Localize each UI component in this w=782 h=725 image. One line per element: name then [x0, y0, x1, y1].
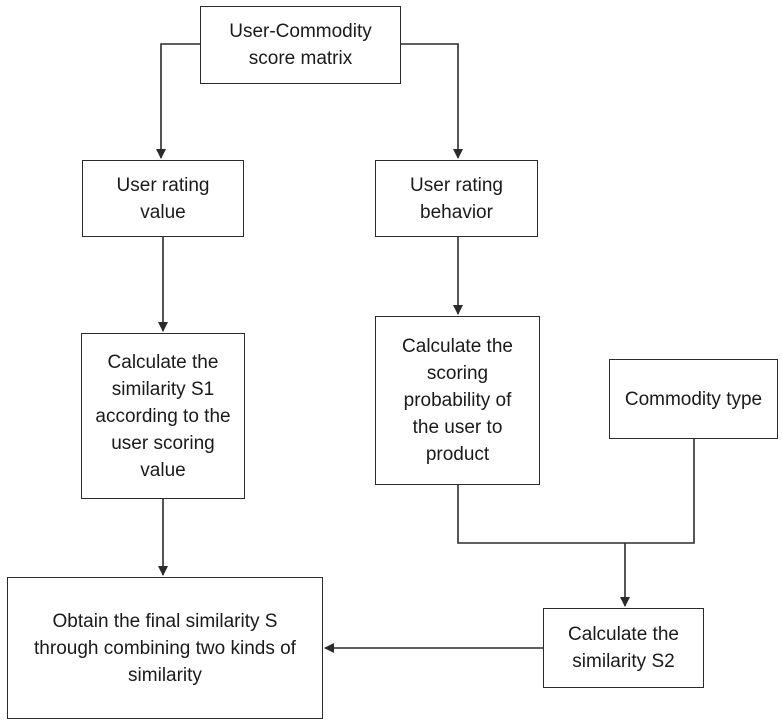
connector-probability-to-merge: [457, 485, 625, 544]
node-label: User rating value: [116, 174, 210, 223]
node-calculate-similarity-s2: Calculate the similarity S2: [543, 608, 704, 688]
arrow-matrix-to-rating-value: [156, 43, 200, 159]
node-user-rating-value: User rating value: [82, 160, 244, 237]
node-user-rating-behavior: User rating behavior: [375, 160, 538, 237]
node-label: User-Commodity score matrix: [229, 21, 372, 69]
node-label: Obtain the final similarity S through co…: [34, 610, 296, 686]
node-commodity-type: Commodity type: [609, 359, 778, 439]
node-calculate-scoring-probability: Calculate the scoring probability of the…: [375, 316, 540, 485]
node-final-similarity: Obtain the final similarity S through co…: [7, 577, 323, 719]
node-label: Calculate the similarity S2: [568, 624, 679, 672]
node-label: Calculate the scoring probability of the…: [402, 336, 513, 465]
connector-commodity-type-to-merge: [625, 439, 695, 544]
node-calculate-similarity-s1: Calculate the similarity S1 according to…: [81, 333, 245, 499]
node-user-commodity-score-matrix: User-Commodity score matrix: [200, 6, 401, 84]
node-label: User rating behavior: [410, 174, 503, 223]
node-label: Commodity type: [624, 388, 763, 410]
node-label: Calculate the similarity S1 according to…: [95, 351, 231, 481]
arrow-matrix-to-rating-behavior: [401, 43, 463, 159]
